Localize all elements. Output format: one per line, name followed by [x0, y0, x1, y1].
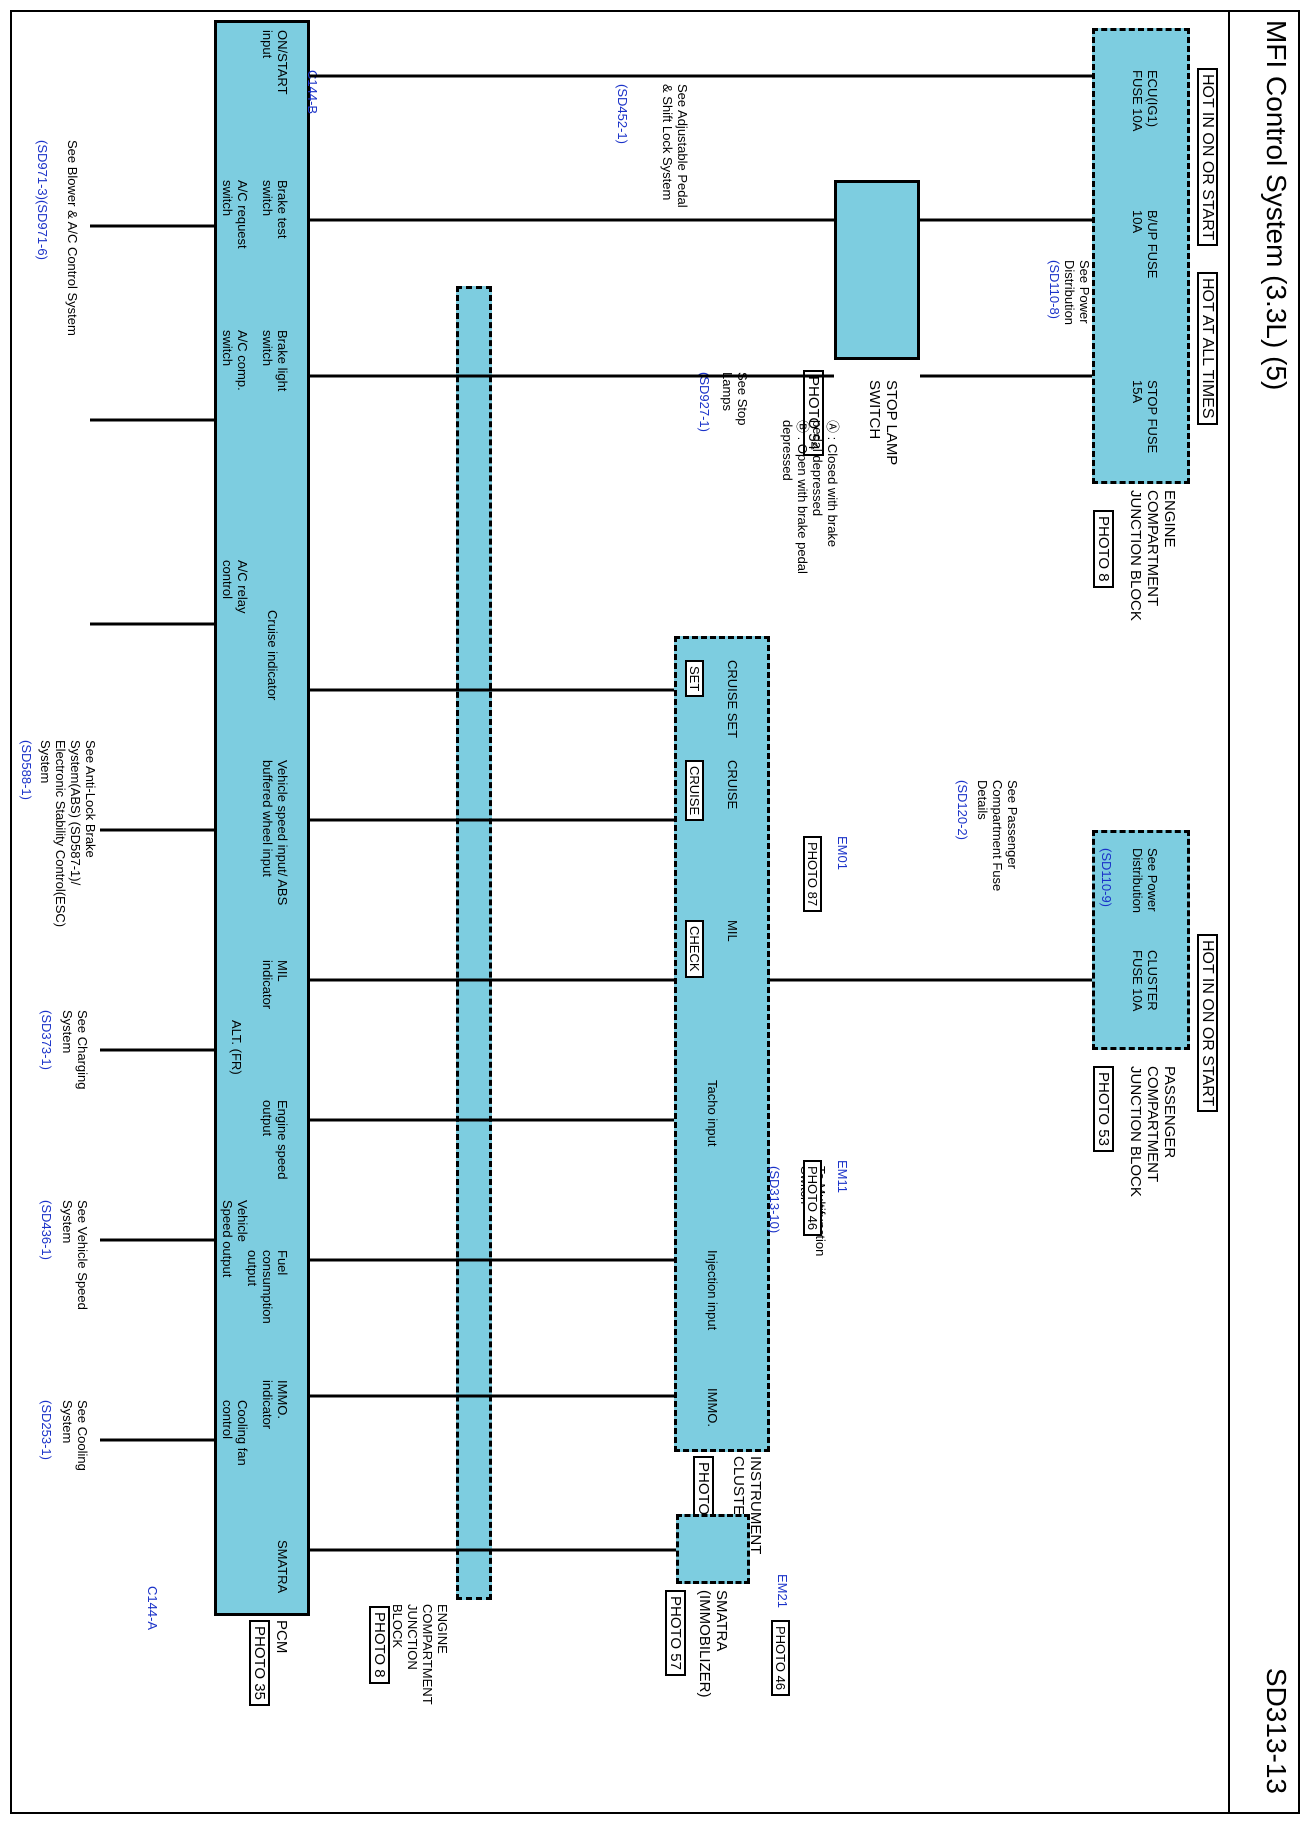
main-wires: [90, 74, 1092, 1552]
